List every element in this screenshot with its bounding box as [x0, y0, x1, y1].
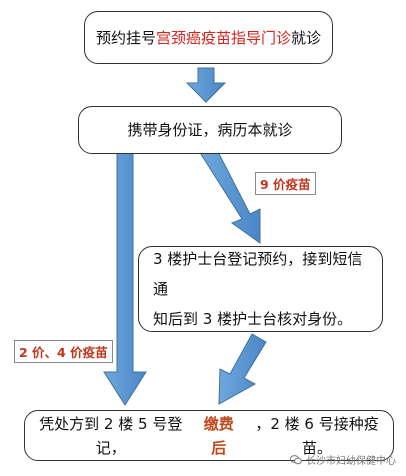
step-register-reservation: 3 楼护士台登记预约，接到短信通 知后到 3 楼护士台核对身份。 — [138, 246, 383, 332]
step-bring-documents: 携带身份证，病历本就诊 — [78, 106, 342, 154]
step-vaccination: 凭处方到 2 楼 5 号登记， 缴费后 ，2 楼 6 号接种疫苗。 — [24, 410, 394, 461]
watermark: 长沙市妇幼保健中心 — [290, 452, 396, 467]
arrow-step3-to-step4 — [218, 333, 267, 405]
label-2-4-valent-vaccine: 2 价、4 价疫苗 — [14, 340, 113, 363]
label-9-valent-vaccine: 9 价疫苗 — [255, 172, 316, 195]
step4-text-pre: 凭处方到 2 楼 5 号登记， — [39, 414, 183, 457]
arrow-step1-to-step2 — [185, 67, 227, 103]
step3-line1: 3 楼护士台登记预约，接到短信通 — [153, 250, 363, 298]
wechat-icon — [290, 454, 302, 464]
arrow-step2-to-step4 — [103, 151, 147, 406]
step3-line2: 知后到 3 楼护士台核对身份。 — [153, 310, 353, 328]
arrow-step2-to-step3 — [198, 143, 261, 244]
step2-text: 携带身份证，病历本就诊 — [127, 121, 293, 139]
step1-text-post: 就诊 — [291, 28, 322, 47]
step4-text-post: ，2 楼 6 号接种疫苗。 — [255, 414, 379, 457]
step-book-appointment: 预约挂号宫颈癌疫苗指导门诊就诊 — [84, 11, 333, 64]
step1-text-pre: 预约挂号 — [95, 28, 156, 47]
watermark-text: 长沙市妇幼保健中心 — [306, 456, 396, 467]
step1-text-highlight: 宫颈癌疫苗指导门诊 — [155, 28, 291, 47]
step4-text-highlight: 缴费后 — [203, 414, 234, 457]
